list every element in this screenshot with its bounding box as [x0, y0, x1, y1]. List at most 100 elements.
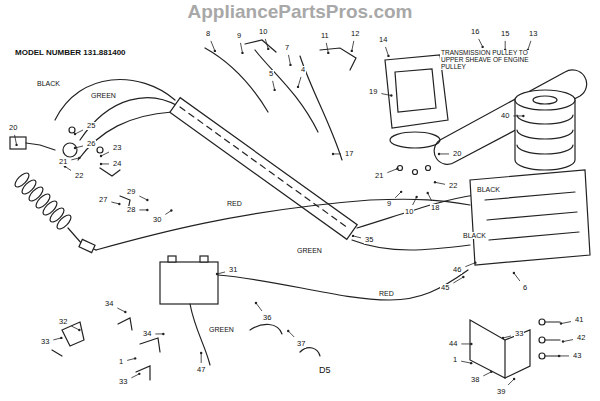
part-mark [100, 155, 102, 157]
leader-line [71, 158, 79, 160]
leader-line [326, 43, 328, 53]
callout-number: 10 [258, 28, 268, 36]
callout-number: 10 [404, 208, 414, 216]
part-mark [100, 163, 102, 165]
callout-number: 19 [368, 88, 378, 96]
part-mark [351, 50, 353, 52]
leader-line [333, 153, 341, 154]
callout-number: 37 [296, 340, 306, 348]
leader-line [353, 236, 361, 238]
callout-number: 35 [364, 236, 374, 244]
part-mark [558, 355, 560, 357]
callout-number: 13 [528, 30, 538, 38]
callout-number: 33 [514, 330, 524, 338]
callout-number: 20 [8, 124, 18, 132]
part-mark [146, 199, 148, 201]
part-mark [396, 167, 398, 169]
part-mark [60, 337, 62, 339]
callout-number: 42 [576, 334, 586, 342]
part-mark [415, 196, 417, 198]
callout-number: 5 [268, 70, 274, 78]
leader-line [385, 47, 388, 56]
leader-line [381, 94, 391, 96]
callout-number: 24 [112, 160, 122, 168]
leader-line [387, 169, 397, 173]
part-mark [200, 352, 202, 354]
leader-line [201, 353, 202, 363]
part-mark [474, 261, 476, 263]
leader-line [127, 358, 135, 360]
wire-color-label: BLACK [476, 186, 501, 193]
leader-line [514, 273, 520, 281]
leader-line [395, 192, 401, 198]
callout-number: 45 [440, 284, 450, 292]
leader-line [217, 272, 225, 274]
callout-number: 36 [262, 314, 272, 322]
part-mark [124, 311, 126, 313]
model-number-heading: MODEL NUMBER 131.881400 [14, 48, 127, 57]
callout-number: 26 [86, 140, 96, 148]
callout-number: 47 [196, 366, 206, 374]
part-mark [562, 340, 564, 342]
callout-number: 18 [430, 204, 440, 212]
part-mark [502, 337, 504, 339]
callout-number: 39 [496, 388, 506, 396]
callout-number: 16 [470, 28, 480, 36]
callout-number: 25 [86, 122, 96, 130]
leader-line [256, 303, 262, 311]
part-mark [267, 48, 269, 50]
part-mark [78, 157, 80, 159]
leader-line [288, 331, 294, 337]
wire-color-label: BLACK [462, 232, 487, 239]
leader-line [101, 152, 109, 156]
callout-number: 11 [320, 32, 330, 40]
part-mark [462, 276, 464, 278]
part-mark [522, 115, 524, 117]
part-mark [400, 191, 402, 193]
callout-number: 22 [74, 172, 84, 180]
part-mark [438, 153, 440, 155]
callout-number: 1 [118, 358, 124, 366]
leader-line [71, 326, 79, 330]
callout-number: 22 [448, 182, 458, 190]
wire-color-label: BLACK [36, 80, 61, 87]
part-mark [513, 272, 515, 274]
callout-number: 14 [378, 36, 388, 44]
callout-number: 27 [98, 196, 108, 204]
callout-number: 9 [236, 32, 242, 40]
leader-line [461, 361, 471, 363]
callout-number: 15 [500, 30, 510, 38]
callout-number: 17 [344, 150, 354, 158]
part-mark [74, 133, 76, 135]
callout-number: 21 [58, 158, 68, 166]
leader-line [461, 343, 471, 344]
watermark: AppliancePartsPros.com [187, 2, 414, 22]
leader-line [413, 197, 417, 205]
leader-line [465, 263, 475, 267]
callout-number: 43 [572, 352, 582, 360]
callout-number: 29 [126, 188, 136, 196]
leader-line [453, 277, 463, 283]
part-mark [78, 329, 80, 331]
callout-number: 21 [374, 172, 384, 180]
leader-line [211, 41, 215, 51]
leader-line [439, 153, 449, 154]
part-mark [134, 357, 136, 359]
part-mark [352, 235, 354, 237]
part-mark [287, 330, 289, 332]
leader-line [139, 196, 147, 200]
part-mark [481, 46, 483, 48]
leader-line [503, 336, 511, 338]
callout-number: 12 [350, 30, 360, 38]
leader-line [111, 202, 119, 204]
leader-line [15, 135, 17, 145]
part-mark [427, 192, 429, 194]
leader-line [131, 374, 139, 378]
leader-line [428, 193, 432, 201]
leader-line [528, 41, 531, 50]
leader-line [53, 338, 61, 340]
leader-line [479, 39, 483, 47]
part-mark [387, 55, 389, 57]
